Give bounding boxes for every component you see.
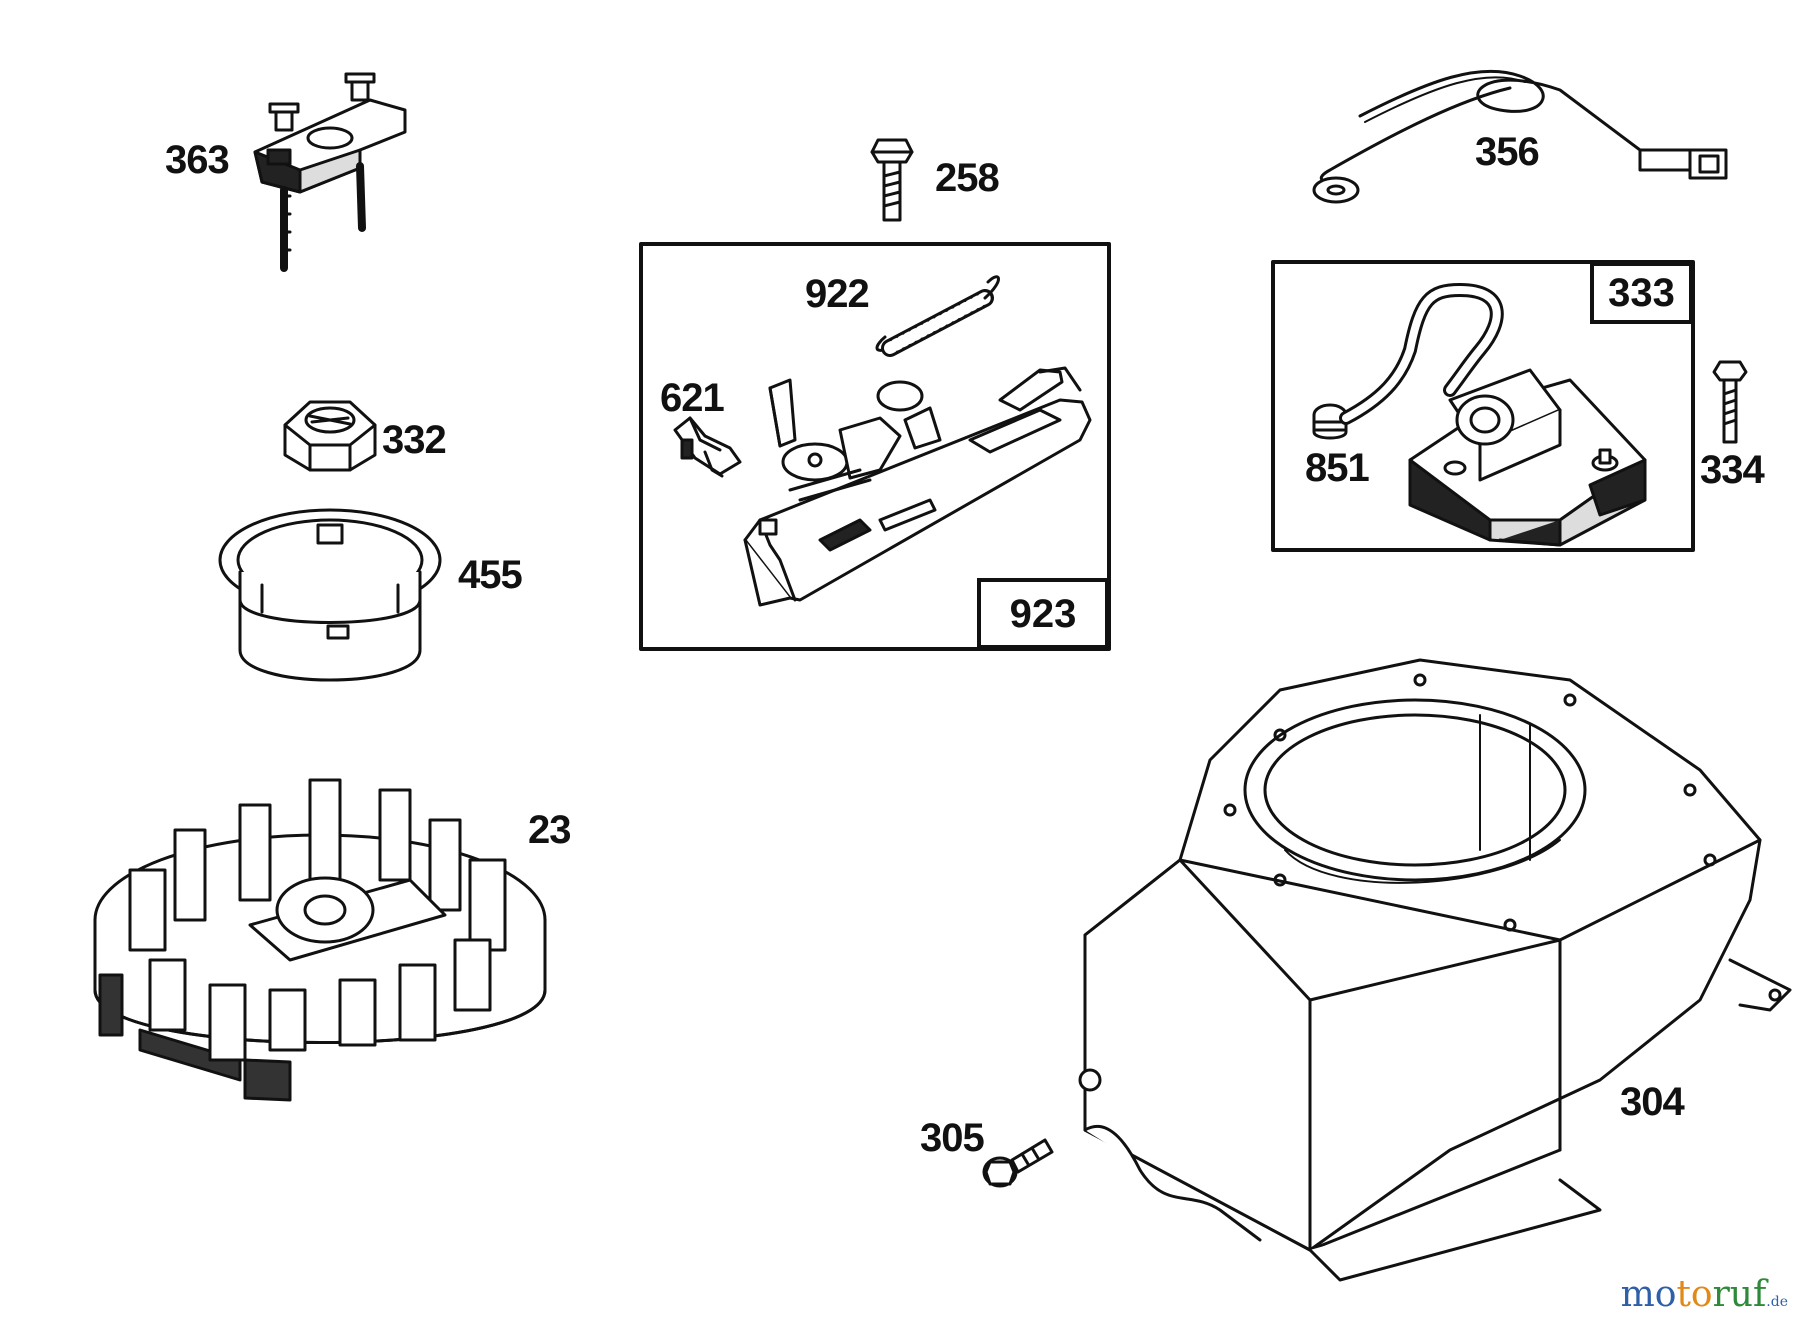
part-number-922: 922 (805, 272, 870, 316)
bracket-with-bolts-icon (253, 72, 407, 272)
part-number-455: 455 (458, 553, 523, 597)
part-number-334: 334 (1700, 448, 1765, 492)
ground-wire-icon (1312, 69, 1728, 204)
watermark-part-c: ruf (1712, 1274, 1767, 1315)
screw-icon (1712, 360, 1748, 444)
clip-icon (673, 416, 742, 478)
blower-housing-icon (1078, 658, 1792, 1282)
starter-cup-icon (218, 508, 442, 682)
spring-icon (875, 275, 1000, 357)
ignition-armature-icon (1339, 283, 1647, 547)
bolt-icon (870, 138, 914, 222)
part-number-304: 304 (1620, 1080, 1685, 1124)
flywheel-icon (93, 778, 547, 1102)
part-number-356: 356 (1475, 130, 1540, 174)
part-number-851: 851 (1305, 446, 1370, 490)
hex-nut-icon (283, 400, 377, 472)
screw-icon (982, 1138, 1054, 1188)
part-number-332: 332 (382, 418, 447, 462)
part-number-333-tag: 333 (1590, 262, 1693, 324)
watermark-part-b: to (1676, 1274, 1713, 1315)
spark-plug-terminal-icon (1312, 403, 1348, 440)
part-number-23: 23 (528, 808, 571, 852)
part-number-258: 258 (935, 156, 1000, 200)
part-number-305: 305 (920, 1116, 985, 1160)
watermark-part-a: mo (1620, 1274, 1677, 1315)
governor-control-plate-icon (743, 366, 1092, 607)
part-number-621: 621 (660, 376, 725, 420)
watermark-tld: .de (1766, 1294, 1788, 1310)
part-number-923-tag: 923 (977, 578, 1109, 649)
site-watermark: motoruf.de (1621, 1277, 1788, 1313)
part-number-363: 363 (165, 138, 230, 182)
